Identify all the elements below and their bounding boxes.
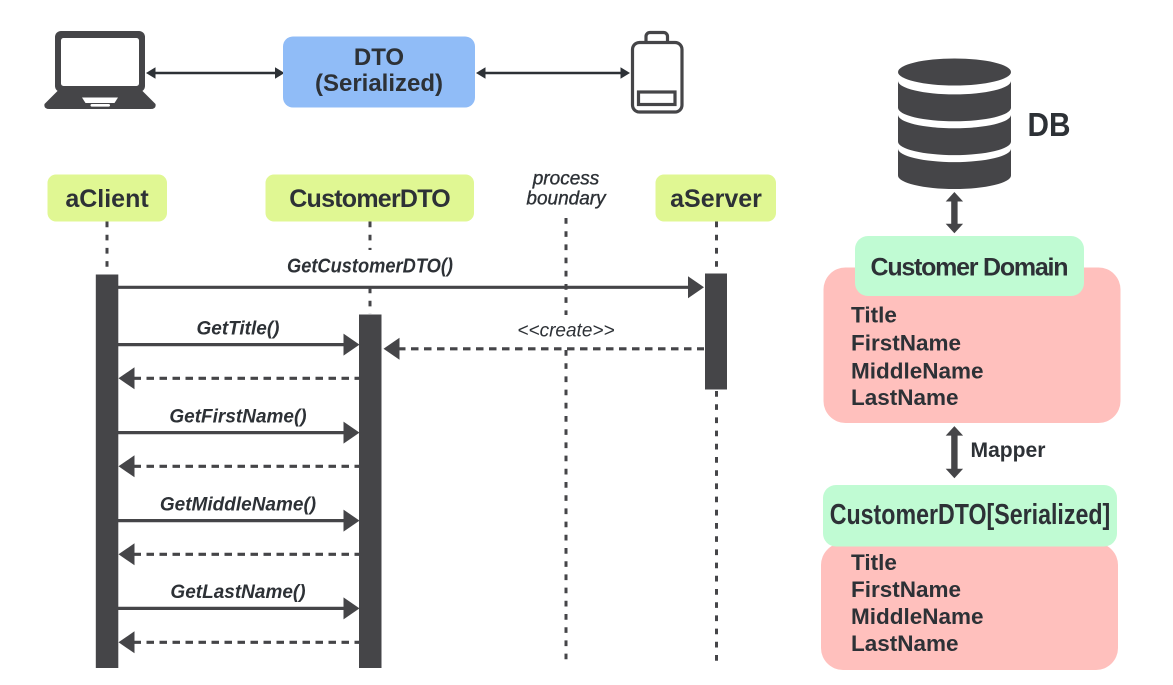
- svg-text:GetLastName(): GetLastName(): [170, 582, 305, 603]
- svg-text:FirstName: FirstName: [851, 577, 961, 602]
- svg-text:GetMiddleName(): GetMiddleName(): [160, 494, 316, 515]
- svg-text:LastName: LastName: [851, 631, 959, 656]
- svg-text:Customer Domain: Customer Domain: [871, 254, 1069, 282]
- svg-text:CustomerDTO[Serialized]: CustomerDTO[Serialized]: [830, 499, 1111, 531]
- svg-text:GetFirstName(): GetFirstName(): [169, 406, 306, 427]
- svg-text:(Serialized): (Serialized): [315, 70, 443, 97]
- svg-text:DB: DB: [1028, 106, 1071, 143]
- svg-text:MiddleName: MiddleName: [851, 604, 984, 629]
- svg-text:FirstName: FirstName: [851, 331, 961, 356]
- svg-text:MiddleName: MiddleName: [851, 359, 984, 384]
- svg-text:GetCustomerDTO(): GetCustomerDTO(): [287, 256, 453, 278]
- svg-text:LastName: LastName: [851, 385, 959, 410]
- svg-text:DTO: DTO: [354, 44, 404, 71]
- svg-text:Title: Title: [851, 550, 897, 575]
- svg-text:process: process: [532, 169, 600, 190]
- svg-text:<<create>>: <<create>>: [517, 321, 614, 342]
- svg-text:Mapper: Mapper: [971, 438, 1047, 462]
- svg-text:aClient: aClient: [65, 185, 149, 213]
- svg-text:boundary: boundary: [526, 189, 607, 210]
- svg-text:CustomerDTO: CustomerDTO: [289, 185, 451, 213]
- svg-text:aServer: aServer: [670, 185, 762, 213]
- svg-text:Title: Title: [851, 303, 897, 328]
- svg-text:GetTitle(): GetTitle(): [196, 318, 279, 339]
